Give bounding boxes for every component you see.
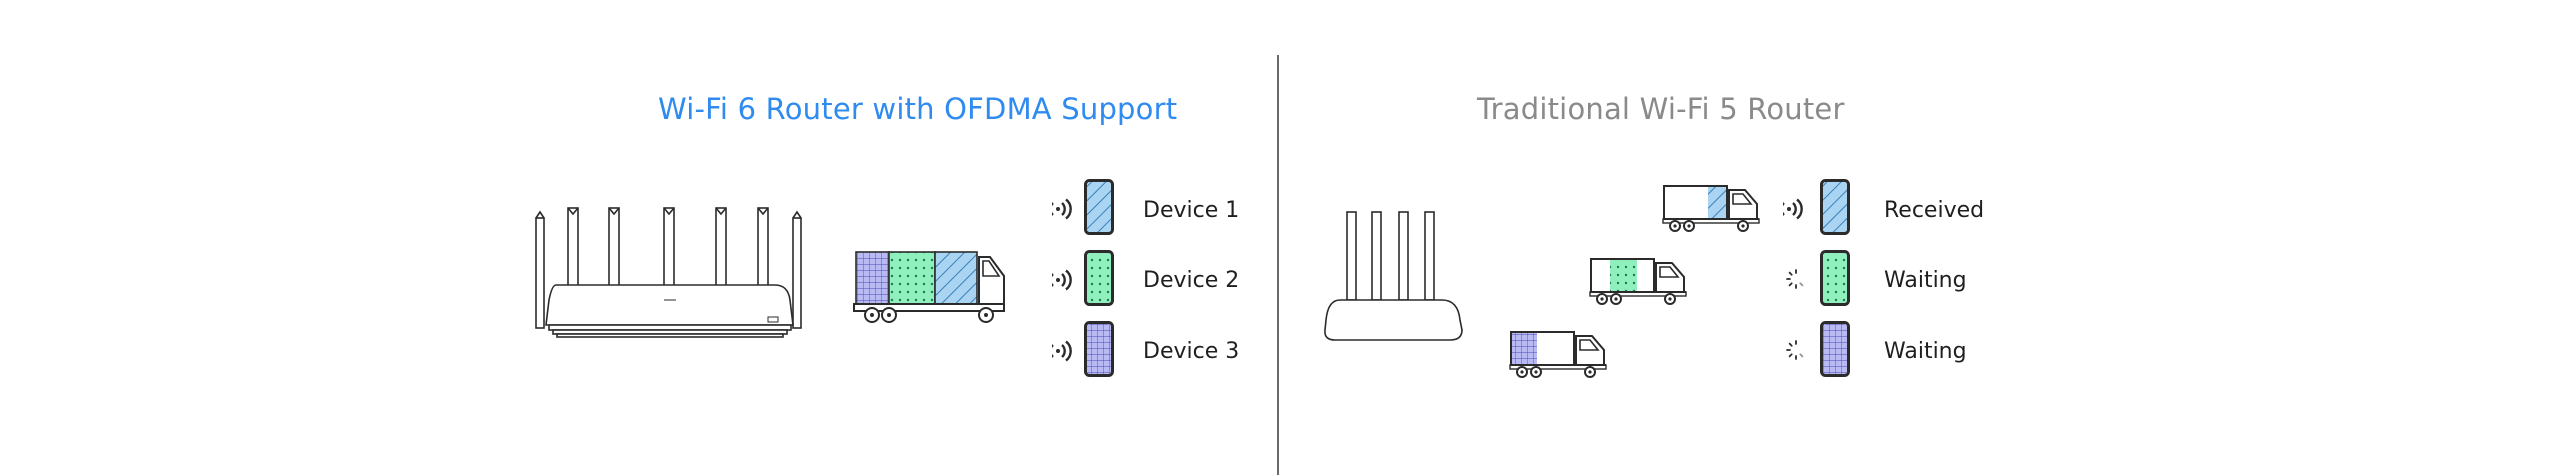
ofdma-truck-icon	[853, 251, 1005, 323]
wifi-signal-icon	[1052, 269, 1072, 291]
waiting-phone-icon	[1820, 321, 1850, 377]
wifi5-router-icon	[1324, 211, 1463, 341]
wifi5-title: Traditional Wi-Fi 5 Router	[1477, 92, 1845, 126]
status-waiting-label: Waiting	[1884, 268, 1967, 293]
section-divider	[1277, 55, 1279, 475]
wifi6-title: Wi-Fi 6 Router with OFDMA Support	[658, 92, 1178, 126]
truck-icon	[1589, 258, 1687, 305]
wifi-signal-icon	[1783, 198, 1803, 220]
wifi6-router-icon	[535, 207, 802, 338]
device3-phone-icon	[1084, 321, 1114, 377]
device1-phone-icon	[1084, 179, 1114, 235]
status-received-label: Received	[1884, 198, 1985, 223]
wifi-signal-icon	[1052, 340, 1072, 362]
wifi-signal-icon	[1052, 198, 1072, 220]
status-waiting-label: Waiting	[1884, 339, 1967, 364]
truck-icon	[1662, 185, 1760, 232]
waiting-phone-icon	[1820, 250, 1850, 306]
loading-spinner-icon	[1786, 340, 1804, 360]
loading-spinner-icon	[1786, 269, 1804, 289]
truck-icon	[1509, 331, 1607, 378]
device2-phone-icon	[1084, 250, 1114, 306]
device3-label: Device 3	[1143, 339, 1240, 364]
device2-label: Device 2	[1143, 268, 1240, 293]
device1-label: Device 1	[1143, 198, 1240, 223]
received-phone-icon	[1820, 179, 1850, 235]
